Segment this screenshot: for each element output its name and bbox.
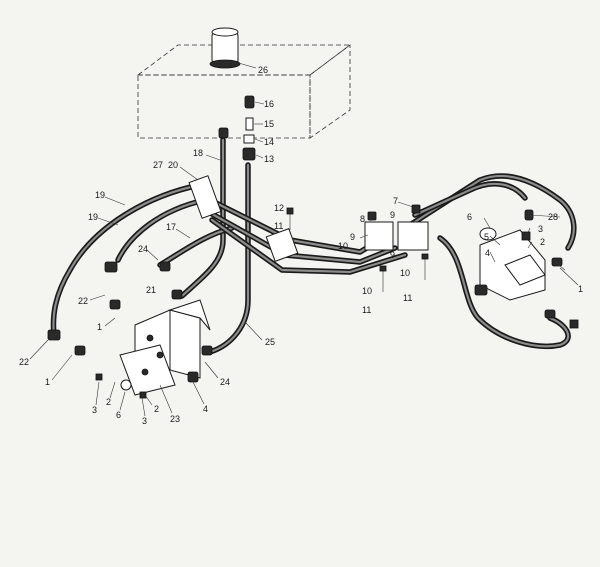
bolts — [379, 253, 429, 292]
tank-outline — [136, 44, 352, 139]
callout-23: 23 — [170, 414, 180, 424]
tank-fittings — [218, 95, 256, 161]
callout-6-left: 6 — [116, 410, 121, 420]
callout-24-upper: 24 — [138, 244, 148, 254]
callout-4-left: 4 — [203, 404, 208, 414]
tank-filter — [209, 27, 241, 69]
callout-11-top: 11 — [274, 221, 283, 231]
callout-3-middle: 3 — [142, 416, 147, 426]
callout-20: 20 — [168, 160, 178, 170]
callout-26: 26 — [258, 65, 268, 75]
callout-3-right: 3 — [538, 224, 543, 234]
callout-9-lower: 9 — [390, 250, 395, 260]
callouts: 26 16 15 14 13 18 27 20 19 19 17 12 11 2… — [19, 65, 583, 426]
callout-2-left: 2 — [106, 397, 111, 407]
callout-18: 18 — [193, 148, 203, 158]
leader-lines — [29, 61, 579, 417]
callout-7: 7 — [393, 196, 398, 206]
callout-19-lower: 19 — [88, 212, 98, 222]
callout-17: 17 — [166, 222, 176, 232]
callout-25: 25 — [265, 337, 275, 347]
callout-24-lower: 24 — [220, 377, 230, 387]
callout-9-top: 9 — [390, 210, 395, 220]
callout-10-left: 10 — [338, 241, 348, 251]
callout-11-bottom: 11 — [362, 305, 371, 315]
callout-21: 21 — [146, 285, 156, 295]
callout-16: 16 — [264, 99, 274, 109]
callout-4-right: 4 — [485, 248, 490, 258]
callout-13: 13 — [264, 154, 274, 164]
callout-11-right: 11 — [403, 293, 412, 303]
callout-10-bottom: 10 — [362, 286, 372, 296]
callout-15: 15 — [264, 119, 274, 129]
callout-1-left-lower: 1 — [45, 377, 50, 387]
callout-9-left: 9 — [350, 232, 355, 242]
left-fittings — [47, 261, 213, 399]
hose-lines — [50, 137, 577, 355]
pump — [474, 209, 579, 329]
callout-27: 27 — [153, 160, 163, 170]
callout-2-right: 2 — [540, 237, 545, 247]
callout-12: 12 — [274, 203, 284, 213]
callout-5: 5 — [484, 232, 489, 242]
callout-22-upper: 22 — [78, 296, 88, 306]
callout-19-upper: 19 — [95, 190, 105, 200]
callout-22-lower: 22 — [19, 357, 29, 367]
callout-6-right: 6 — [467, 212, 472, 222]
callout-8: 8 — [360, 214, 365, 224]
callout-14: 14 — [264, 137, 274, 147]
callout-28: 28 — [548, 212, 558, 222]
callout-1-right: 1 — [578, 284, 583, 294]
callout-10-right: 10 — [400, 268, 410, 278]
callout-3-left: 3 — [92, 405, 97, 415]
callout-1-left-upper: 1 — [97, 322, 102, 332]
callout-2-middle: 2 — [154, 404, 159, 414]
clamp-blocks — [188, 175, 429, 262]
valve-block — [119, 299, 211, 396]
